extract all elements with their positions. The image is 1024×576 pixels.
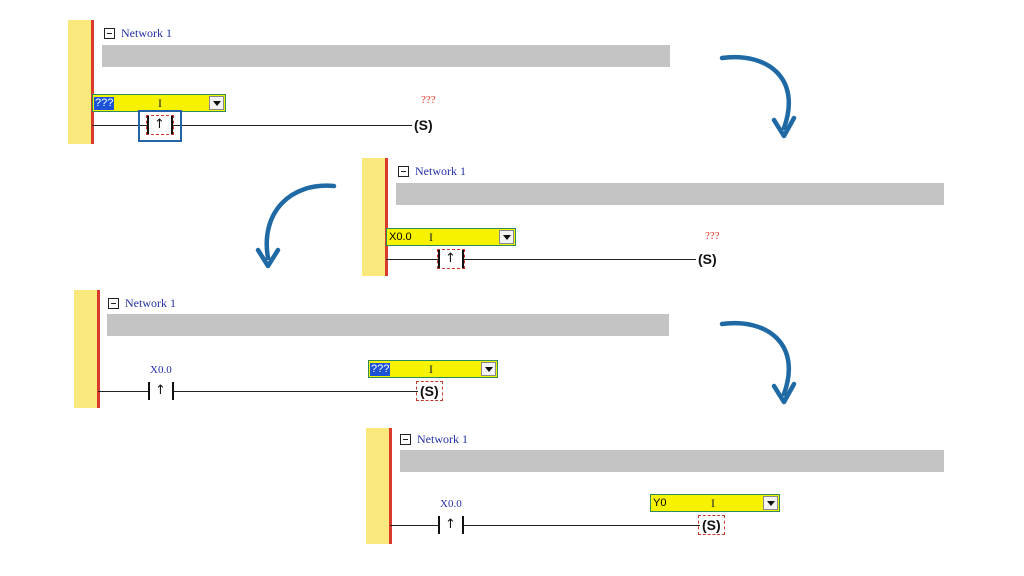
text-cursor-icon: I <box>158 96 162 110</box>
power-rail-highlight <box>68 20 92 144</box>
set-coil-icon[interactable]: (S) <box>412 117 435 133</box>
rung-wire <box>92 125 414 126</box>
network-comment-field[interactable] <box>400 450 944 472</box>
minus-box-icon[interactable] <box>398 166 409 177</box>
text-cursor-icon: I <box>429 230 433 244</box>
rung-wire <box>386 259 698 260</box>
curved-arrow-icon <box>719 320 797 405</box>
left-power-rail <box>389 428 392 544</box>
chevron-down-icon[interactable] <box>499 230 514 244</box>
rung-wire <box>98 391 428 392</box>
minus-box-icon[interactable] <box>400 434 411 445</box>
ladder-panel-3: Network 1 X0.0 ↑ ??? I (S) <box>74 290 678 410</box>
curved-arrow-icon <box>719 54 797 139</box>
left-power-rail <box>385 158 388 276</box>
network-header[interactable]: Network 1 <box>400 432 468 447</box>
operand-dropdown[interactable]: Y0 I <box>650 494 780 512</box>
rising-edge-contact-icon[interactable]: ↑ <box>146 115 174 135</box>
contact-operand-label[interactable]: X0.0 <box>150 364 172 376</box>
rising-edge-contact-icon[interactable]: ↑ <box>148 382 174 400</box>
power-rail-highlight <box>74 290 98 408</box>
rung-wire <box>390 525 706 526</box>
minus-box-icon[interactable] <box>104 28 115 39</box>
rising-edge-contact-icon[interactable]: ↑ <box>438 516 464 534</box>
set-coil-icon[interactable]: (S) <box>416 381 443 401</box>
network-comment-field[interactable] <box>396 183 944 205</box>
left-power-rail <box>91 20 94 144</box>
contact-selection-box <box>138 110 182 142</box>
network-label: Network 1 <box>125 296 176 310</box>
text-cursor-icon: I <box>711 496 715 510</box>
coil-operand-placeholder[interactable]: ??? <box>421 94 436 106</box>
network-label: Network 1 <box>121 26 172 40</box>
network-header[interactable]: Network 1 <box>398 164 466 179</box>
ladder-panel-2: Network 1 X0.0 I ↑ ??? (S) <box>362 158 952 278</box>
network-header[interactable]: Network 1 <box>108 296 176 311</box>
rising-edge-contact-icon[interactable]: ↑ <box>437 249 465 269</box>
set-coil-icon[interactable]: (S) <box>696 251 719 267</box>
power-rail-highlight <box>362 158 386 276</box>
text-cursor-icon: I <box>429 362 433 376</box>
ladder-panel-4: Network 1 X0.0 ↑ Y0 I (S) <box>366 428 946 548</box>
dropdown-value[interactable]: ??? <box>370 363 391 376</box>
dropdown-value[interactable]: Y0 <box>653 497 667 509</box>
ladder-panel-1: Network 1 ??? I ↑ ??? (S) <box>68 20 678 148</box>
chevron-down-icon[interactable] <box>763 496 778 510</box>
coil-operand-placeholder[interactable]: ??? <box>705 230 720 242</box>
dropdown-value[interactable]: X0.0 <box>389 231 412 243</box>
chevron-down-icon[interactable] <box>209 96 224 110</box>
chevron-down-icon[interactable] <box>481 362 496 376</box>
network-comment-field[interactable] <box>102 45 670 67</box>
dropdown-value[interactable]: ??? <box>94 97 115 110</box>
curved-arrow-icon <box>255 183 337 269</box>
operand-dropdown[interactable]: ??? I <box>368 360 498 378</box>
network-header[interactable]: Network 1 <box>104 26 172 41</box>
operand-dropdown[interactable]: X0.0 I <box>386 228 516 246</box>
left-power-rail <box>97 290 100 408</box>
set-coil-icon[interactable]: (S) <box>698 515 725 535</box>
network-label: Network 1 <box>417 432 468 446</box>
operand-dropdown[interactable]: ??? I <box>92 94 226 112</box>
network-label: Network 1 <box>415 164 466 178</box>
contact-operand-label[interactable]: X0.0 <box>440 498 462 510</box>
power-rail-highlight <box>366 428 390 544</box>
network-comment-field[interactable] <box>107 314 669 336</box>
minus-box-icon[interactable] <box>108 298 119 309</box>
